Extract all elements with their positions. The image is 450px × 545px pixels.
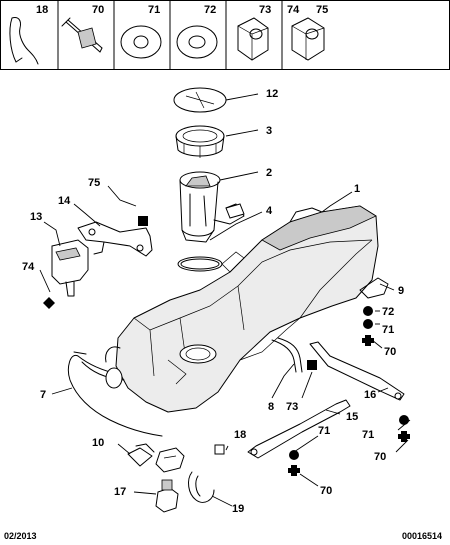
leader-lines — [39, 93, 411, 507]
tank-strap — [309, 341, 405, 401]
parts-header-strip: 18 70 71 72 73 74 75 — [0, 0, 450, 70]
callout-71: 71 — [362, 429, 374, 441]
filler-pipe — [67, 351, 163, 437]
header-label-75: 75 — [316, 4, 328, 16]
callout-70: 70 — [384, 346, 396, 358]
fuel-hose — [271, 337, 303, 373]
callout-19: 19 — [232, 503, 244, 515]
hose-connector — [127, 443, 155, 467]
fuel-pump-assembly — [179, 171, 245, 243]
callout-9: 9 — [398, 285, 404, 297]
callout-72: 72 — [382, 306, 394, 318]
dot-71-icon — [363, 319, 373, 329]
callout-10: 10 — [92, 437, 104, 449]
callout-12: 12 — [266, 88, 278, 100]
callout-3: 3 — [266, 125, 272, 137]
callout-16: 16 — [364, 389, 376, 401]
header-label-72: 72 — [204, 4, 216, 16]
clip-spring-icon — [9, 17, 39, 65]
callout-13: 13 — [30, 211, 42, 223]
callout-73: 73 — [286, 401, 298, 413]
callout-17: 17 — [114, 486, 126, 498]
tank-strap — [247, 399, 351, 459]
hex-nut-icon — [237, 17, 269, 61]
plus-70-icon — [398, 431, 410, 442]
dot-71-icon — [399, 415, 409, 425]
plus-70-icon — [362, 335, 374, 346]
callout-70: 70 — [320, 485, 332, 497]
header-label-74: 74 — [287, 4, 300, 16]
tank-bracket — [359, 277, 389, 299]
spring-clip — [188, 471, 215, 503]
o-ring-seal — [177, 256, 223, 272]
callout-14: 14 — [58, 195, 71, 207]
callout-71: 71 — [382, 324, 394, 336]
square-open-18-icon — [214, 444, 225, 455]
plus-70-icon — [288, 465, 300, 476]
callout-7: 7 — [40, 389, 46, 401]
bolt-icon — [61, 17, 103, 53]
callout-15: 15 — [346, 411, 358, 423]
header-label-73: 73 — [259, 4, 271, 16]
lock-ring — [175, 125, 225, 158]
temperature-sensor — [155, 479, 179, 513]
hex-nut-icon — [291, 17, 325, 61]
callout-8: 8 — [268, 401, 274, 413]
callout-70: 70 — [374, 451, 386, 463]
fuel-tank — [105, 205, 379, 413]
washer-icon — [176, 25, 218, 59]
square-73-icon — [307, 360, 317, 370]
diamond-74-icon — [43, 297, 55, 309]
callout-18: 18 — [234, 429, 246, 441]
square-75-icon — [138, 216, 148, 226]
footer-reference: 00016514 — [402, 531, 442, 541]
header-label-70: 70 — [92, 4, 104, 16]
callout-1: 1 — [354, 183, 360, 195]
level-sensor — [155, 447, 185, 473]
mounting-bracket — [77, 221, 153, 257]
dot-72-icon — [363, 306, 373, 316]
pressure-regulator-module — [51, 239, 89, 297]
callout-71: 71 — [318, 425, 330, 437]
cover-disc — [173, 87, 227, 113]
callout-74: 74 — [22, 261, 35, 273]
footer-date: 02/2013 — [4, 531, 37, 541]
dot-71-icon — [289, 450, 299, 460]
callout-4: 4 — [266, 205, 273, 217]
header-label-71: 71 — [148, 4, 160, 16]
callout-2: 2 — [266, 167, 272, 179]
header-label-18: 18 — [36, 4, 48, 16]
washer-icon — [120, 25, 162, 59]
callout-75: 75 — [88, 177, 100, 189]
